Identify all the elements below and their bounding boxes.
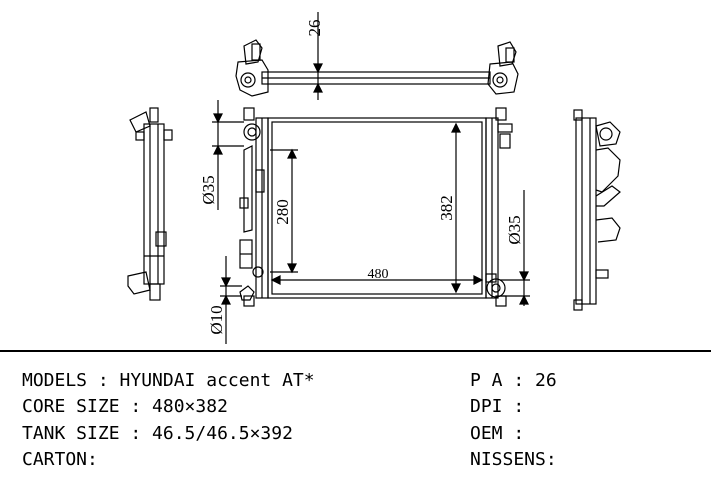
label-280: 280 [273, 199, 292, 225]
spec-core-size: CORE SIZE : 480×382 [22, 396, 228, 417]
dimension-280 [270, 148, 298, 274]
spec-nissens: NISSENS: [470, 449, 557, 470]
dimension-382 [451, 122, 461, 294]
radiator-technical-drawing: 26 Ø35 280 382 Ø35 Ø10 480 [127, 12, 621, 344]
spec-dpi: DPI : [470, 396, 525, 417]
dimension-480 [270, 275, 484, 285]
label-26: 26 [305, 20, 324, 37]
label-drain-diameter: Ø10 [207, 305, 226, 334]
label-382: 382 [437, 195, 456, 221]
dimension-labels: 26 Ø35 280 382 Ø35 Ø10 480 [199, 20, 524, 335]
spec-carton: CARTON: [22, 449, 98, 470]
top-view [235, 39, 519, 97]
front-view [239, 107, 513, 307]
right-side-view [573, 109, 621, 311]
section-divider [0, 350, 711, 352]
label-right-diameter: Ø35 [505, 215, 524, 244]
dimension-drain-diameter [220, 256, 242, 344]
label-480: 480 [368, 267, 389, 282]
left-side-view [127, 107, 173, 301]
spec-pa: P A : 26 [470, 370, 557, 391]
dimension-left-diameter [212, 100, 244, 210]
label-left-diameter: Ø35 [199, 175, 218, 204]
dimension-right-diameter [500, 190, 530, 306]
spec-tank-size: TANK SIZE : 46.5/46.5×392 [22, 423, 293, 444]
dimension-26 [313, 12, 323, 100]
spec-models: MODELS : HYUNDAI accent AT* [22, 370, 315, 391]
spec-oem: OEM : [470, 423, 525, 444]
